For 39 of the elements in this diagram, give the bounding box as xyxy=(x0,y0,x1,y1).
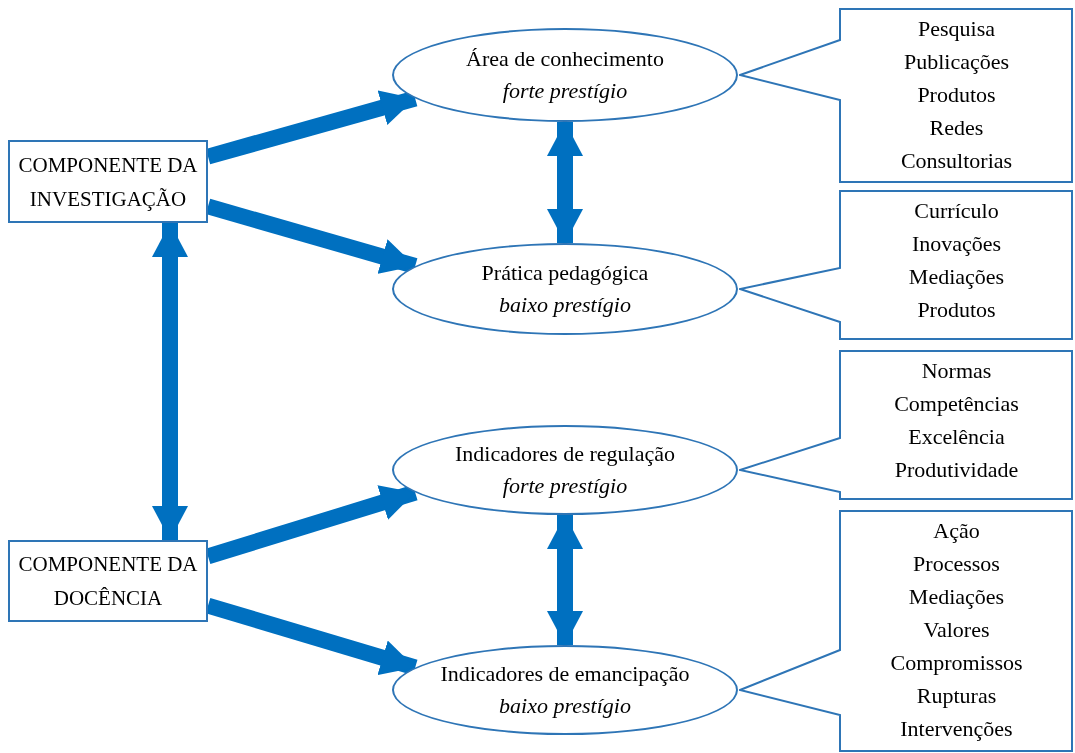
list-item: Normas xyxy=(921,357,992,385)
component-box xyxy=(8,540,208,622)
ellipse-title: Área de conhecimento xyxy=(466,45,664,73)
list-item: Produtividade xyxy=(894,456,1019,484)
list-item: Valores xyxy=(923,616,990,644)
callout-box xyxy=(739,190,1073,340)
ellipse-title: Indicadores de regulação xyxy=(455,440,675,468)
prestige-note: forte prestígio xyxy=(502,472,628,500)
block-arrow xyxy=(152,223,188,540)
list-item: Consultorias xyxy=(900,147,1013,175)
list-item: Redes xyxy=(929,114,984,142)
list-item: Pesquisa xyxy=(918,15,995,43)
list-item: Compromissos xyxy=(890,649,1023,677)
list-item: Rupturas xyxy=(916,682,997,710)
list-item: Inovações xyxy=(911,230,1002,258)
list-item: Ação xyxy=(933,517,980,545)
list-item: Intervenções xyxy=(900,715,1013,743)
list-item: Publicações xyxy=(903,48,1010,76)
ellipse-title: Indicadores de emancipação xyxy=(440,660,690,688)
component-title: COMPONENTE DA DOCÊNCIA xyxy=(17,551,199,612)
list-item: Mediações xyxy=(908,263,1005,291)
prestige-note: baixo prestígio xyxy=(499,291,631,319)
callout-box xyxy=(739,8,1073,183)
list-item: Excelência xyxy=(908,423,1005,451)
ellipse-title: Prática pedagógica xyxy=(481,259,649,287)
callout-box xyxy=(739,350,1073,500)
list-item: Currículo xyxy=(914,197,999,225)
prestige-note: forte prestígio xyxy=(502,77,628,105)
callout-box xyxy=(739,510,1073,752)
block-arrow xyxy=(547,515,583,645)
block-arrow xyxy=(547,122,583,243)
prestige-note: baixo prestígio xyxy=(499,692,631,720)
list-item: Processos xyxy=(913,550,1000,578)
component-title: COMPONENTE DA INVESTIGAÇÃO xyxy=(17,151,199,213)
list-item: Mediações xyxy=(908,583,1005,611)
list-item: Produtos xyxy=(917,81,996,109)
list-item: Competências xyxy=(894,390,1019,418)
component-box xyxy=(8,140,208,223)
list-item: Produtos xyxy=(917,296,996,324)
